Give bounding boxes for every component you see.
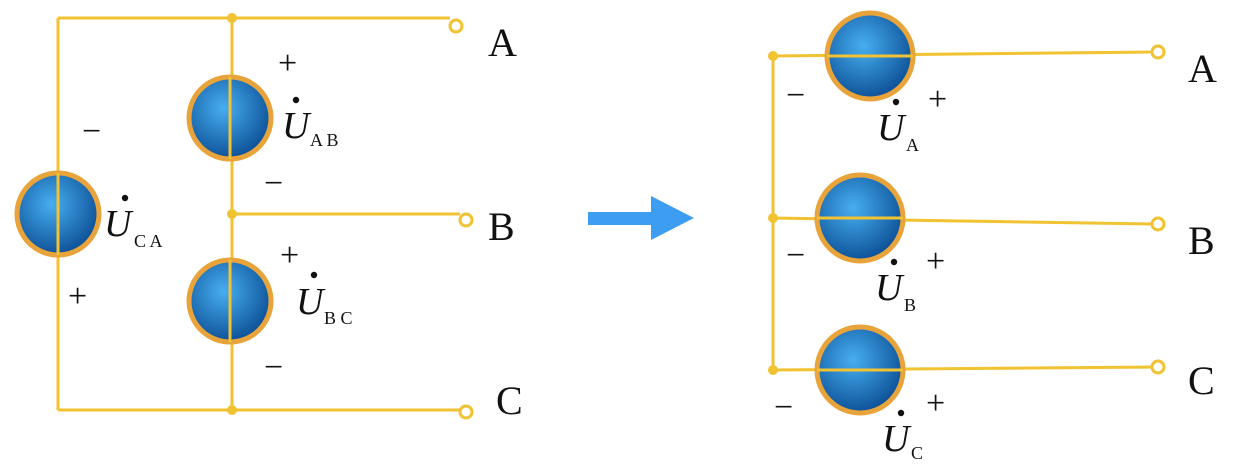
plus-sign: + (68, 278, 87, 315)
plus-sign: + (928, 81, 947, 118)
voltage-subscript: C A (134, 231, 163, 251)
phasor-dot (292, 96, 300, 104)
wye-label-uc: − U C + (774, 385, 945, 463)
phasor-dot (310, 271, 318, 279)
wye-source-ua (824, 10, 916, 102)
voltage-subscript: B C (324, 308, 353, 328)
wye-terminal-dot-c (1150, 359, 1166, 375)
phasor-dot (121, 194, 129, 202)
plus-sign: + (280, 237, 299, 274)
delta-node-bottom (227, 405, 237, 415)
wye-source-ub (814, 172, 906, 264)
plus-sign: + (278, 45, 297, 82)
phasor-dot (892, 98, 900, 106)
wye-terminal-label-b: B (1188, 218, 1215, 263)
delta-terminal-dot-c (458, 404, 474, 420)
delta-terminal-dot-b (458, 212, 474, 228)
delta-source-ubc (186, 257, 274, 345)
delta-terminal-label-b: B (488, 204, 515, 249)
wye-label-ua: − U A + (786, 77, 947, 155)
wye-terminal-dot-a (1150, 44, 1166, 60)
minus-sign: − (786, 77, 805, 114)
phasor-dot (897, 409, 905, 417)
plus-sign: + (926, 385, 945, 422)
right-arrow-icon (588, 196, 694, 240)
wye-node-a (768, 51, 778, 61)
delta-label-ubc: + U B C − (264, 237, 353, 386)
voltage-symbol: U (282, 105, 312, 147)
wye-source-uc (814, 324, 906, 416)
voltage-subscript: B (904, 295, 916, 315)
delta-node-b (227, 209, 237, 219)
delta-terminal-label-a: A (488, 20, 517, 65)
minus-sign: − (774, 389, 793, 426)
voltage-subscript: A B (310, 130, 339, 150)
delta-terminal-label-c: C (496, 378, 523, 423)
minus-sign: − (264, 349, 283, 386)
minus-sign: − (82, 113, 101, 150)
wye-terminal-label-a: A (1188, 46, 1217, 91)
minus-sign: − (786, 237, 805, 274)
wye-terminal-label-c: C (1188, 358, 1215, 403)
wye-node-b (768, 213, 778, 223)
wye-label-ub: − U B + (786, 237, 945, 315)
plus-sign: + (926, 243, 945, 280)
delta-label-uca: − U C A + (68, 113, 163, 315)
voltage-symbol: U (882, 418, 912, 460)
voltage-symbol: U (296, 281, 326, 323)
wye-terminal-dot-b (1150, 216, 1166, 232)
voltage-symbol: U (877, 107, 907, 149)
minus-sign: − (264, 165, 283, 202)
delta-terminal-dots (448, 18, 474, 420)
delta-terminal-dot-a (448, 18, 464, 34)
wye-terminal-dots (1150, 44, 1166, 375)
arrow-head (651, 196, 694, 240)
voltage-symbol: U (104, 203, 134, 245)
delta-source-uca (14, 170, 102, 258)
delta-label-uab: + U A B − (264, 45, 339, 202)
phasor-dot (890, 258, 898, 266)
delta-source-uab (186, 74, 274, 162)
voltage-symbol: U (875, 267, 905, 309)
voltage-subscript: A (906, 135, 919, 155)
wye-node-c (768, 365, 778, 375)
arrow-shaft (588, 212, 654, 225)
delta-node-top (227, 13, 237, 23)
delta-junctions (227, 13, 237, 415)
wye-junctions (768, 51, 778, 375)
voltage-subscript: C (911, 443, 923, 463)
